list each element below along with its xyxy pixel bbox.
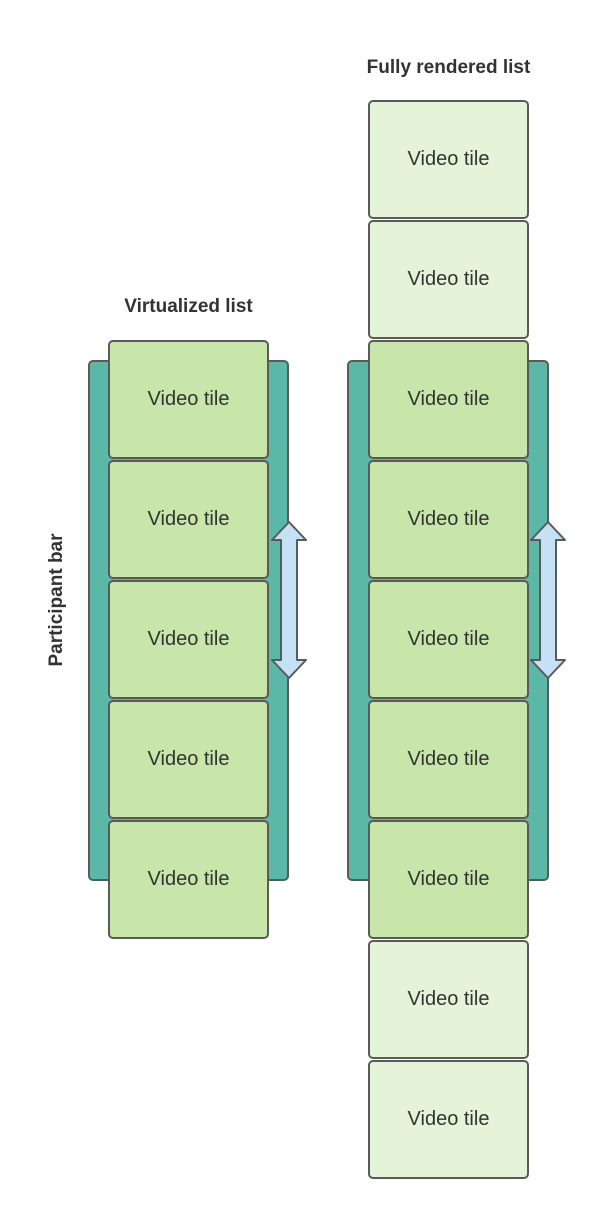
video-tile: Video tile [368,1060,529,1179]
video-tile: Video tile [108,460,269,579]
video-tile: Video tile [108,340,269,459]
video-tile: Video tile [368,100,529,219]
fully-rendered-list-heading: Fully rendered list [366,57,531,78]
video-tile: Video tile [368,700,529,819]
scroll-arrow-icon [530,521,566,679]
video-tile: Video tile [368,220,529,339]
participant-bar-label: Participant bar [46,533,67,667]
video-tile: Video tile [108,820,269,939]
video-tile: Video tile [368,340,529,459]
video-tile: Video tile [368,940,529,1059]
video-tile: Video tile [368,820,529,939]
scroll-arrow-icon [271,521,307,679]
video-tile: Video tile [368,580,529,699]
video-tile: Video tile [108,580,269,699]
virtualized-list-heading: Virtualized list [124,296,253,317]
video-tile: Video tile [368,460,529,579]
video-tile: Video tile [108,700,269,819]
